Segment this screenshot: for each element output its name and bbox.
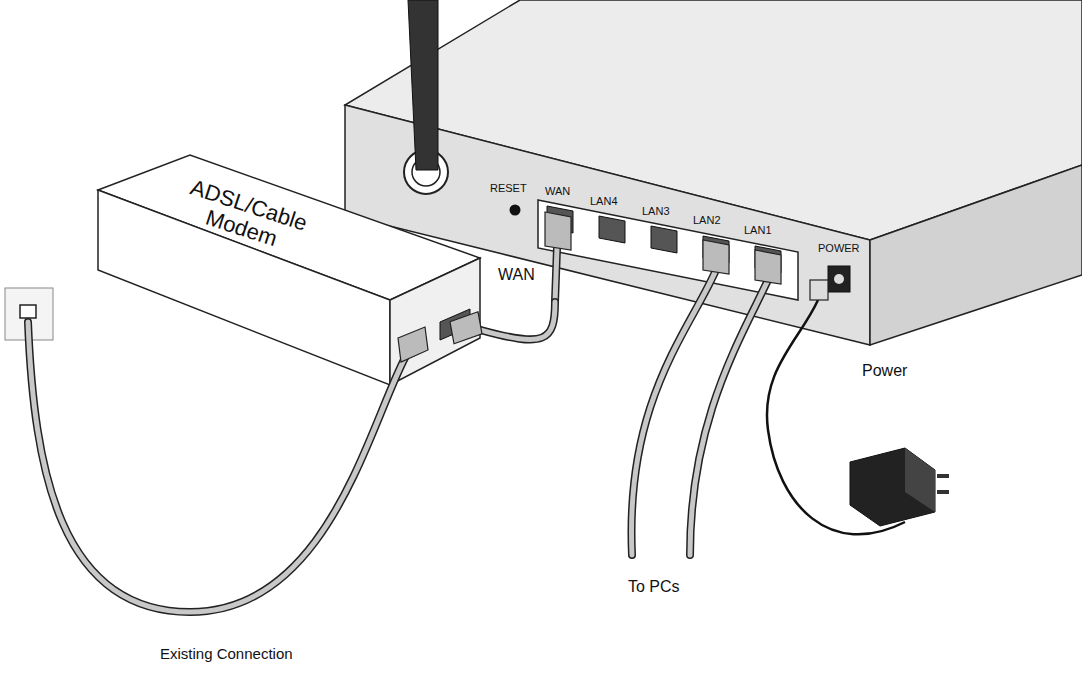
port-label: LAN4 <box>590 195 618 207</box>
plug <box>398 327 428 362</box>
reset-hole <box>510 205 521 216</box>
port <box>599 216 625 243</box>
cable-stroke <box>480 302 555 340</box>
pc-label: To PCs <box>628 578 680 596</box>
adapter-prong <box>937 490 949 494</box>
power-jack-hole <box>834 274 844 284</box>
port <box>651 226 677 253</box>
power-jack <box>828 266 850 292</box>
adapter-prong <box>937 474 949 478</box>
cable-stroke <box>480 302 555 340</box>
wan-plug <box>545 212 571 250</box>
port-label: LAN1 <box>744 224 772 236</box>
power-adapter <box>850 448 935 526</box>
modem-box: ADSL/Cable Modem <box>98 155 480 385</box>
port-label: POWER <box>818 242 860 254</box>
port-label: LAN2 <box>693 214 721 226</box>
device-label: ADSL/Cable Modem <box>166 171 324 263</box>
lan-plug <box>755 250 781 284</box>
power-adapter-side <box>905 448 935 512</box>
wan-cable-stub <box>555 248 557 302</box>
connection-label: Existing Connection <box>160 646 293 663</box>
port-panel <box>538 200 798 300</box>
port-label: RESET <box>490 182 527 194</box>
port-label: WAN <box>545 185 570 197</box>
power-label: Power <box>862 362 907 380</box>
power-plug <box>810 280 828 300</box>
wall-jack <box>20 305 36 318</box>
port-label: LAN3 <box>642 205 670 217</box>
ethernet-cable <box>480 302 555 340</box>
port-label: WAN <box>498 266 535 284</box>
antenna <box>408 0 438 170</box>
ports <box>547 206 781 273</box>
lan-cables <box>631 270 768 555</box>
phone-cable <box>28 322 408 612</box>
router-side <box>870 165 1082 345</box>
router-port-panel: RESET WAN LAN4LAN3LAN2LAN1POWER <box>478 172 878 302</box>
lan-plug <box>703 240 729 274</box>
plug <box>450 312 482 344</box>
